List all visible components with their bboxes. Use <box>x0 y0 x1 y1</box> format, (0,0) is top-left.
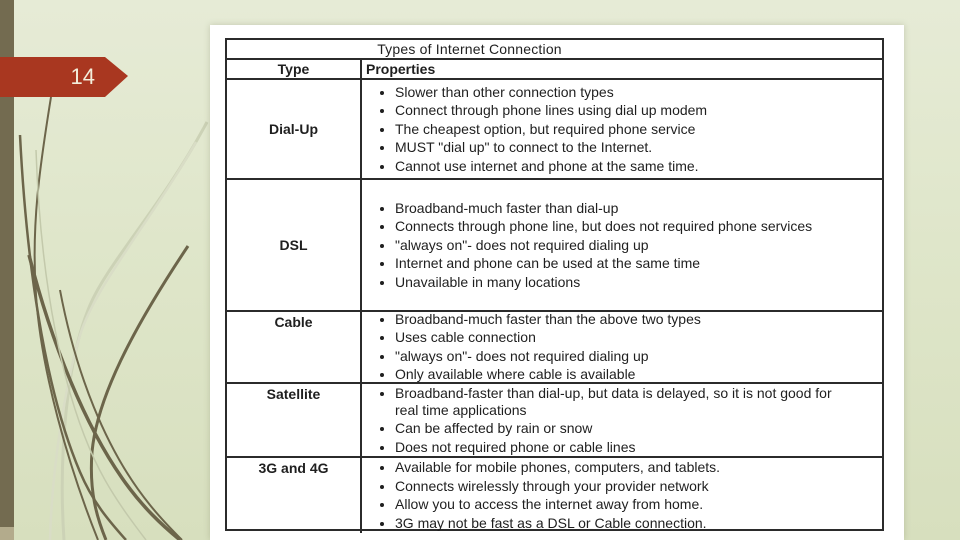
left-edge-bar-bottom <box>0 527 14 540</box>
table-row: DSL Broadband-much faster than dial-upCo… <box>227 180 882 312</box>
light-curve <box>35 149 147 540</box>
dark-curve <box>18 134 127 540</box>
property-bullet: Unavailable in many locations <box>395 274 834 291</box>
connection-type-cell: 3G and 4G <box>227 458 362 533</box>
table-title: Types of Internet Connection <box>227 40 882 60</box>
property-bullet: Available for mobile phones, computers, … <box>395 459 834 476</box>
property-bullet: Broadband-much faster than dial-up <box>395 200 834 217</box>
light-curve <box>48 141 198 540</box>
property-bullet: Can be affected by rain or snow <box>395 420 834 437</box>
dark-curve <box>89 245 190 540</box>
left-edge-bar <box>0 0 14 527</box>
property-bullet: Connects through phone line, but does no… <box>395 218 834 235</box>
page-number-arrow: 14 <box>0 57 128 97</box>
content-panel: Types of Internet Connection Type Proper… <box>210 25 904 540</box>
property-bullet: 3G may not be fast as a DSL or Cable con… <box>395 515 834 532</box>
properties-bullet-list: Broadband-faster than dial-up, but data … <box>362 384 834 456</box>
properties-cell: Slower than other connection typesConnec… <box>362 80 882 178</box>
property-bullet: Connects wirelessly through your provide… <box>395 478 834 495</box>
property-bullet: Allow you to access the internet away fr… <box>395 496 834 513</box>
properties-bullet-list: Available for mobile phones, computers, … <box>362 458 834 533</box>
dark-curve <box>59 289 183 540</box>
properties-bullet-list: Broadband-much faster than the above two… <box>362 312 834 382</box>
column-header-properties: Properties <box>366 61 436 77</box>
properties-cell: Available for mobile phones, computers, … <box>362 458 882 533</box>
properties-cell: Broadband-much faster than the above two… <box>362 312 882 382</box>
properties-bullet-list: Broadband-much faster than dial-upConnec… <box>362 198 834 292</box>
table-row: Cable Broadband-much faster than the abo… <box>227 312 882 384</box>
table-row: 3G and 4G Available for mobile phones, c… <box>227 458 882 533</box>
properties-cell: Broadband-faster than dial-up, but data … <box>362 384 882 456</box>
dark-curve <box>27 254 182 540</box>
table-header-row: Type Properties <box>227 60 882 80</box>
connection-type-cell: Satellite <box>227 384 362 456</box>
page-number: 14 <box>70 64 95 89</box>
table-body: Dial-Up Slower than other connection typ… <box>227 80 882 533</box>
property-bullet: Internet and phone can be used at the sa… <box>395 255 834 272</box>
internet-connection-table: Types of Internet Connection Type Proper… <box>225 38 884 533</box>
property-bullet: Slower than other connection types <box>395 84 834 101</box>
connection-type-cell: DSL <box>227 180 362 310</box>
property-bullet: Only available where cable is available <box>395 366 834 382</box>
connection-type-cell: Dial-Up <box>227 80 362 178</box>
property-bullet: Does not required phone or cable lines <box>395 439 834 456</box>
table-row: Dial-Up Slower than other connection typ… <box>227 80 882 180</box>
property-bullet: Cannot use internet and phone at the sam… <box>395 158 834 175</box>
property-bullet: Broadband-much faster than the above two… <box>395 312 834 328</box>
property-bullet: The cheapest option, but required phone … <box>395 121 834 138</box>
table-row: Satellite Broadband-faster than dial-up,… <box>227 384 882 458</box>
property-bullet: Broadband-faster than dial-up, but data … <box>395 385 834 419</box>
property-bullet: "always on"- does not required dialing u… <box>395 348 834 365</box>
grass-decoration <box>18 96 209 540</box>
column-header-type: Type <box>227 60 362 78</box>
property-bullet: Connect through phone lines using dial u… <box>395 102 834 119</box>
property-bullet: MUST "dial up" to connect to the Interne… <box>395 139 834 156</box>
properties-cell: Broadband-much faster than dial-upConnec… <box>362 180 882 310</box>
property-bullet: "always on"- does not required dialing u… <box>395 237 834 254</box>
connection-type-cell: Cable <box>227 312 362 382</box>
property-bullet: Uses cable connection <box>395 329 834 346</box>
properties-bullet-list: Slower than other connection typesConnec… <box>362 82 834 176</box>
